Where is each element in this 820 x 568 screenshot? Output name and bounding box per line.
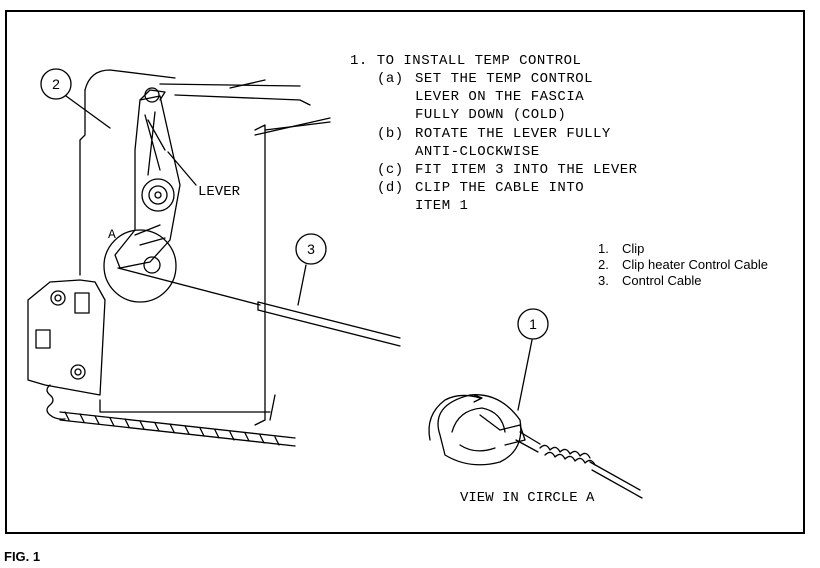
legend-text: Clip heater Control Cable <box>622 257 768 272</box>
legend-number: 3. <box>598 273 609 288</box>
instructions-heading: 1. TO INSTALL TEMP CONTROL <box>350 53 582 69</box>
temp-control-lever <box>114 87 181 274</box>
step-a-line: FULLY DOWN (COLD) <box>415 107 567 123</box>
step-a-line: SET THE TEMP CONTROL <box>415 71 594 87</box>
callout-1-leader <box>517 339 533 411</box>
legend-item: 3. Control Cable <box>598 273 702 289</box>
step-c-label: (c) <box>377 162 404 178</box>
legend-item: 1. Clip <box>598 241 644 257</box>
callout-2-number: 2 <box>52 76 60 92</box>
circle-a-label: A <box>108 227 116 242</box>
figure-caption: FIG. 1 <box>4 549 41 564</box>
mounting-bracket <box>27 279 106 396</box>
callout-2-leader <box>65 95 111 129</box>
clip-detail-view <box>428 394 643 499</box>
heater-housing <box>79 69 331 426</box>
lower-rail <box>59 411 296 447</box>
control-cable <box>117 267 401 347</box>
callout-2-circle <box>40 68 72 100</box>
figure-frame <box>5 10 805 534</box>
view-label: VIEW IN CIRCLE A <box>460 490 595 506</box>
callout-1-circle <box>517 308 549 340</box>
callout-3-leader <box>297 264 307 306</box>
step-a-line: LEVER ON THE FASCIA <box>415 89 585 105</box>
step-b-label: (b) <box>377 126 404 142</box>
legend-text: Clip <box>622 241 645 256</box>
wire-harness <box>46 384 66 420</box>
callout-1-number: 1 <box>529 316 537 332</box>
step-d-label: (d) <box>377 180 404 196</box>
legend-item: 2. Clip heater Control Cable <box>598 257 768 273</box>
step-d-line: CLIP THE CABLE INTO <box>415 180 585 196</box>
legend-text: Control Cable <box>622 273 702 288</box>
step-b-line: ROTATE THE LEVER FULLY <box>415 126 611 142</box>
step-c-line: FIT ITEM 3 INTO THE LEVER <box>415 162 638 178</box>
step-d-line: ITEM 1 <box>415 198 469 214</box>
callout-3-number: 3 <box>307 241 315 257</box>
lever-label: LEVER <box>198 184 241 200</box>
legend-number: 2. <box>598 257 609 272</box>
step-a-label: (a) <box>377 71 404 87</box>
legend-number: 1. <box>598 241 609 256</box>
step-b-line: ANTI-CLOCKWISE <box>415 144 540 160</box>
callout-3-circle <box>295 233 327 265</box>
circle-a-outline <box>103 229 177 303</box>
lever-pointer <box>167 151 197 186</box>
